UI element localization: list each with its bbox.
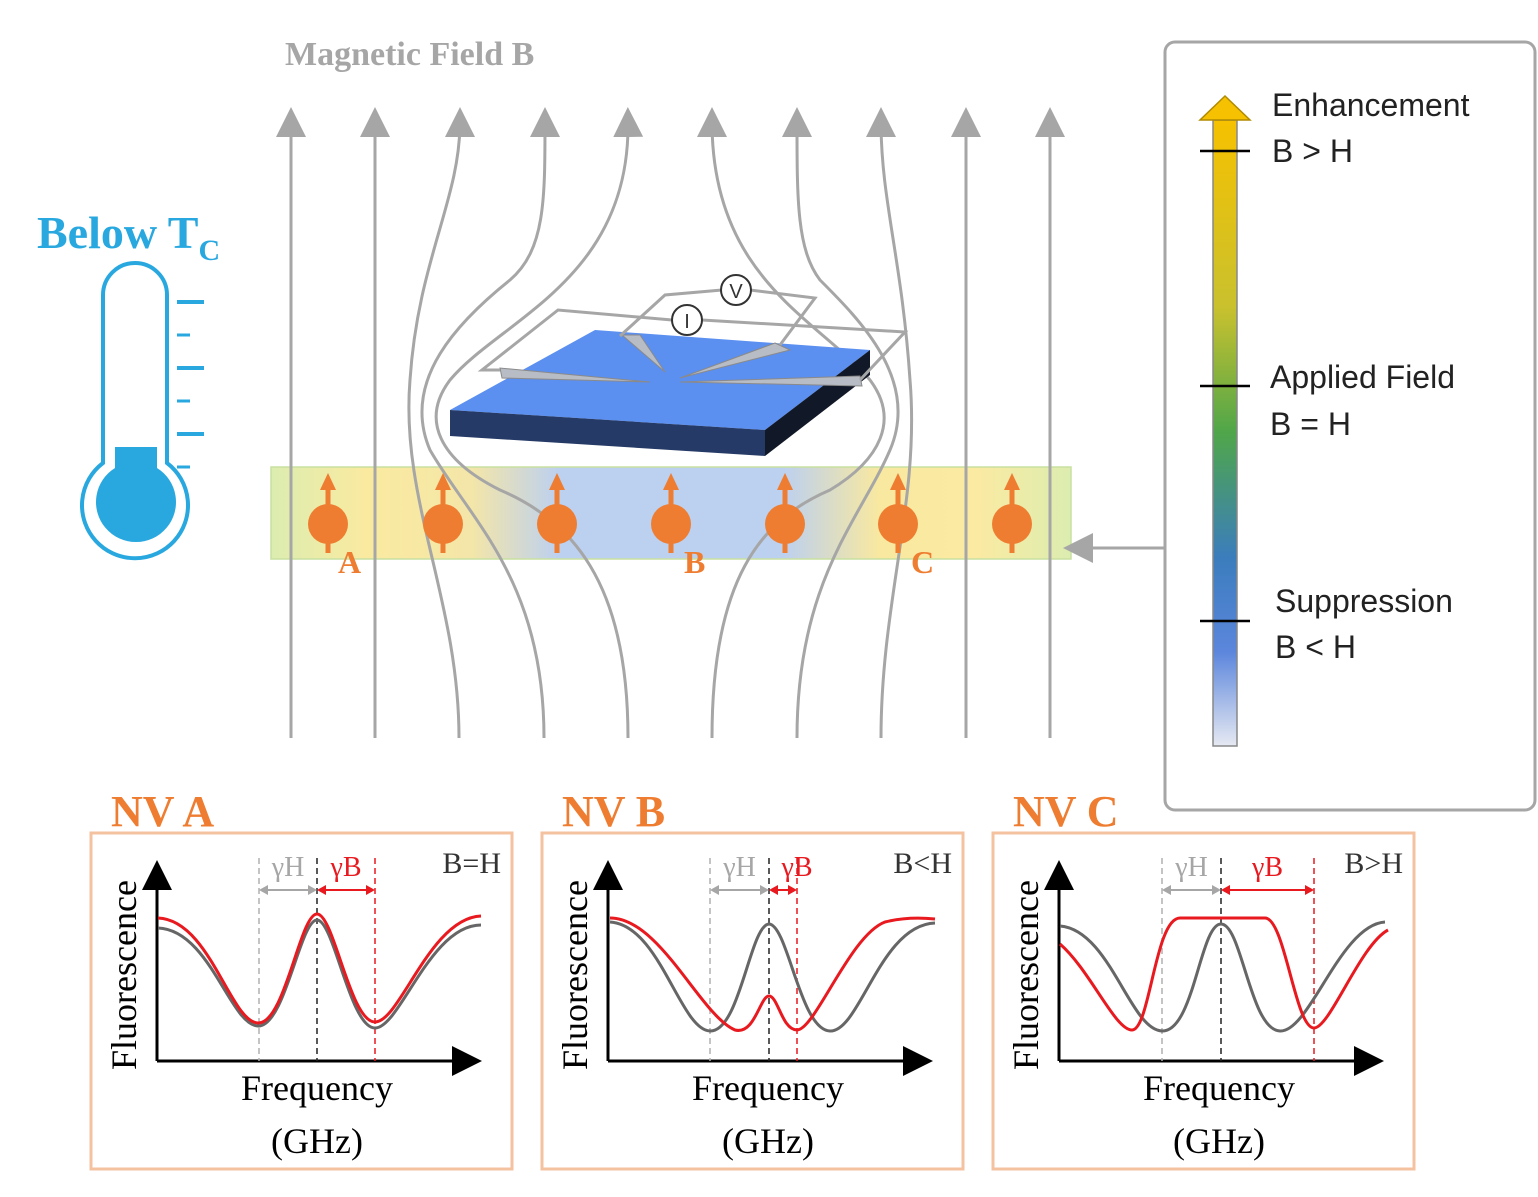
nv-spin	[423, 473, 463, 553]
legend-enhancement-title: Enhancement	[1272, 87, 1470, 123]
x-axis-unit: (GHz)	[271, 1121, 363, 1161]
field-line	[420, 107, 560, 739]
legend-suppression-relation: B < H	[1275, 629, 1356, 665]
legend-applied-title: Applied Field	[1270, 359, 1455, 395]
measured-curve	[157, 912, 482, 1025]
nv-marker-c: C	[911, 544, 934, 580]
field-line	[697, 107, 886, 739]
nv-spin	[308, 473, 348, 553]
reference-curve	[1059, 920, 1386, 1033]
panel-title: NV B	[562, 787, 665, 836]
gamma-h-label: γH	[1174, 852, 1208, 883]
nv-marker-a: A	[338, 544, 361, 580]
field-line	[434, 107, 644, 739]
y-axis-label: Fluorescence	[104, 880, 144, 1070]
gamma-b-label: γB	[329, 852, 361, 883]
x-axis-unit: (GHz)	[722, 1121, 814, 1161]
y-axis-label: Fluorescence	[1006, 880, 1046, 1070]
legend-colorbar	[1198, 94, 1252, 747]
svg-text:I: I	[684, 311, 690, 333]
condition-label: B=H	[442, 847, 501, 880]
ammeter-icon: I	[671, 304, 703, 336]
nv-spin	[992, 473, 1032, 553]
x-axis-label: Frequency	[241, 1068, 393, 1108]
field-line	[407, 107, 475, 739]
measured-curve	[609, 916, 936, 1032]
x-axis-label: Frequency	[1143, 1068, 1295, 1108]
x-axis-unit: (GHz)	[1173, 1121, 1265, 1161]
reference-curve	[157, 918, 482, 1030]
gamma-b-label: γB	[1251, 852, 1283, 883]
nv-spin	[537, 473, 577, 553]
condition-label: B<H	[893, 847, 952, 880]
svg-text:V: V	[729, 281, 743, 303]
panel-title: NV C	[1013, 787, 1119, 836]
nv-spin	[878, 473, 918, 553]
nv-spins	[308, 473, 1032, 553]
legend-enhancement-relation: B > H	[1272, 133, 1353, 169]
condition-label: B>H	[1344, 847, 1403, 880]
gamma-h-label: γH	[722, 852, 756, 883]
legend-applied-relation: B = H	[1270, 406, 1351, 442]
nv-spin	[651, 473, 691, 553]
panel-title: NV A	[111, 787, 214, 836]
field-lines	[276, 107, 1065, 739]
legend-box	[1163, 40, 1537, 812]
x-axis-label: Frequency	[692, 1068, 844, 1108]
nv-marker-b: B	[684, 544, 705, 580]
sample-slab	[450, 330, 870, 456]
thermometer-icon	[80, 261, 204, 561]
field-line	[782, 107, 900, 739]
field-line	[866, 107, 914, 739]
electrodes	[499, 334, 863, 387]
field-title: Magnetic Field B	[285, 36, 534, 73]
legend-suppression-title: Suppression	[1275, 583, 1453, 619]
measured-curve	[1059, 916, 1389, 1032]
y-axis-label: Fluorescence	[555, 880, 595, 1070]
circuit-wires	[477, 288, 909, 382]
gamma-b-label: γB	[780, 852, 812, 883]
nv-spin	[765, 473, 805, 553]
temperature-label: Below TC	[37, 207, 220, 267]
voltmeter-icon: V	[720, 274, 752, 306]
reference-curve	[609, 920, 936, 1033]
gamma-h-label: γH	[271, 852, 305, 883]
